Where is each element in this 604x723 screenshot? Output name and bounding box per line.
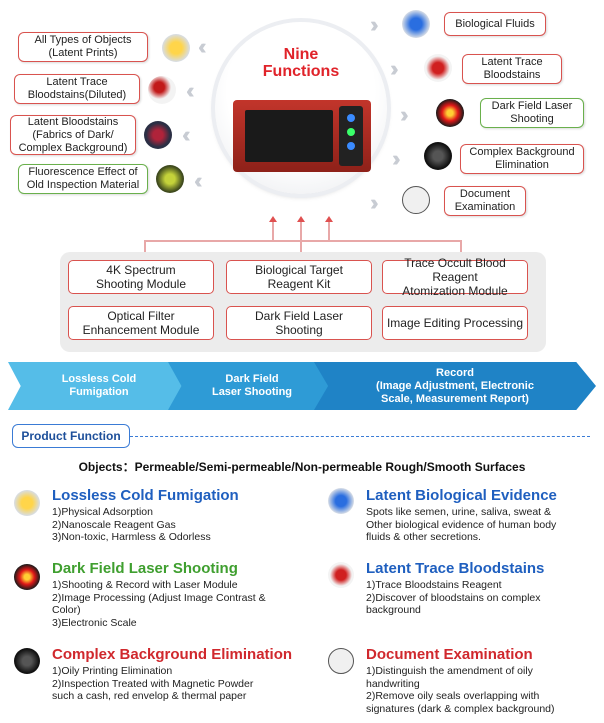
module-biological-reagent: Biological Target Reagent Kit <box>226 260 372 294</box>
left-function-fabric-bloodstains: Latent Bloodstains (Fabrics of Dark/ Com… <box>10 115 136 155</box>
chevron-right-icon: ›› <box>400 102 408 127</box>
divider <box>130 436 590 437</box>
left-function-diluted-bloodstains: Latent Trace Bloodstains(Diluted) <box>14 74 140 104</box>
fluid-stain-icon <box>402 10 430 38</box>
section-body: 1)Physical Adsorption 2)Nanoscale Reagen… <box>52 506 211 543</box>
function-label: Fluorescence Effect of Old Inspection Ma… <box>26 166 140 191</box>
section-body: Spots like semen, urine, saliva, sweat &… <box>366 506 557 543</box>
module-panel: 4K Spectrum Shooting Module Biological T… <box>60 252 546 352</box>
module-dark-field-laser: Dark Field Laser Shooting <box>226 306 372 340</box>
section-body: 1)Shooting & Record with Laser Module 2)… <box>52 579 266 629</box>
document-icon <box>328 648 354 674</box>
right-function-biological-fluids: Biological Fluids <box>444 12 546 36</box>
section-title-biological-evidence: Latent Biological Evidence <box>366 487 557 504</box>
arrow-up-icon <box>325 216 333 222</box>
product-function-tab: Product Function <box>12 424 130 448</box>
chevron-left-icon: ‹‹ <box>194 168 202 193</box>
section-title-cold-fumigation: Lossless Cold Fumigation <box>52 487 239 504</box>
laser-spot-icon <box>436 99 464 127</box>
function-label: Document Examination <box>454 188 516 213</box>
module-4k-spectrum: 4K Spectrum Shooting Module <box>68 260 214 294</box>
fluorescence-fingerprint-icon <box>156 165 184 193</box>
bloody-hand-icon <box>328 562 354 588</box>
section-title-dark-field-laser: Dark Field Laser Shooting <box>52 560 238 577</box>
right-function-trace-bloodstains: Latent Trace Bloodstains <box>462 54 562 84</box>
arrow-up-icon <box>297 216 305 222</box>
right-function-dark-field-laser: Dark Field Laser Shooting <box>480 98 584 128</box>
connector-line <box>300 222 302 254</box>
dark-fingerprint-icon <box>14 648 40 674</box>
blood-drops-icon <box>148 76 176 104</box>
function-label: Biological Fluids <box>455 17 535 30</box>
arrow-up-icon <box>269 216 277 222</box>
section-title-document-examination: Document Examination <box>366 646 533 663</box>
module-optical-filter: Optical Filter Enhancement Module <box>68 306 214 340</box>
left-function-latent-prints: All Types of Objects (Latent Prints) <box>18 32 148 62</box>
function-label: Latent Trace Bloodstains(Diluted) <box>27 76 127 101</box>
chevron-right-icon: ›› <box>370 12 378 37</box>
chevron-left-icon: ‹‹ <box>198 34 206 59</box>
connector-line <box>144 240 146 254</box>
circle-title: Nine Functions <box>262 46 340 80</box>
objects-heading: Objects：Permeable/Semi-permeable/Non-per… <box>78 460 526 474</box>
dark-fingerprint-icon <box>424 142 452 170</box>
bloody-hand-icon <box>424 54 452 82</box>
connector-line <box>144 240 460 242</box>
function-label: Latent Trace Bloodstains <box>481 56 543 81</box>
process-step-fumigation: Lossless Cold Fumigation <box>8 362 190 410</box>
right-function-complex-background: Complex Background Elimination <box>460 144 584 174</box>
connector-line <box>460 240 462 254</box>
fabric-stain-icon <box>144 121 172 149</box>
module-image-editing: Image Editing Processing <box>382 306 528 340</box>
section-body: 1)Distinguish the amendment of oily hand… <box>366 665 555 715</box>
nine-functions-circle: Nine Functions <box>215 22 387 194</box>
process-step-record: Record (Image Adjustment, Electronic Sca… <box>314 362 596 410</box>
section-title-complex-background: Complex Background Elimination <box>52 646 293 663</box>
fingerprint-hand-icon <box>162 34 190 62</box>
function-label: Dark Field Laser Shooting <box>491 100 573 125</box>
left-function-fluorescence: Fluorescence Effect of Old Inspection Ma… <box>18 164 148 194</box>
chevron-right-icon: ›› <box>390 56 398 81</box>
function-label: Latent Bloodstains (Fabrics of Dark/ Com… <box>18 115 128 154</box>
chevron-left-icon: ‹‹ <box>186 78 194 103</box>
chevron-right-icon: ›› <box>392 146 400 171</box>
chevron-right-icon: ›› <box>370 190 378 215</box>
section-body: 1)Oily Printing Elimination 2)Inspection… <box>52 665 254 702</box>
laser-spot-icon <box>14 564 40 590</box>
process-step-laser-shooting: Dark Field Laser Shooting <box>168 362 336 410</box>
function-label: All Types of Objects (Latent Prints) <box>34 34 132 59</box>
device-image <box>233 100 371 172</box>
section-title-trace-bloodstains: Latent Trace Bloodstains <box>366 560 545 577</box>
function-label: Complex Background Elimination <box>469 146 575 171</box>
fluid-stain-icon <box>328 488 354 514</box>
document-icon <box>402 186 430 214</box>
connector-line <box>272 222 274 242</box>
fingerprint-hand-icon <box>14 490 40 516</box>
right-function-document-examination: Document Examination <box>444 186 526 216</box>
section-body: 1)Trace Bloodstains Reagent 2)Discover o… <box>366 579 541 616</box>
module-blood-reagent-atomization: Trace Occult Blood Reagent Atomization M… <box>382 256 528 298</box>
chevron-left-icon: ‹‹ <box>182 122 190 147</box>
connector-line <box>328 222 330 242</box>
